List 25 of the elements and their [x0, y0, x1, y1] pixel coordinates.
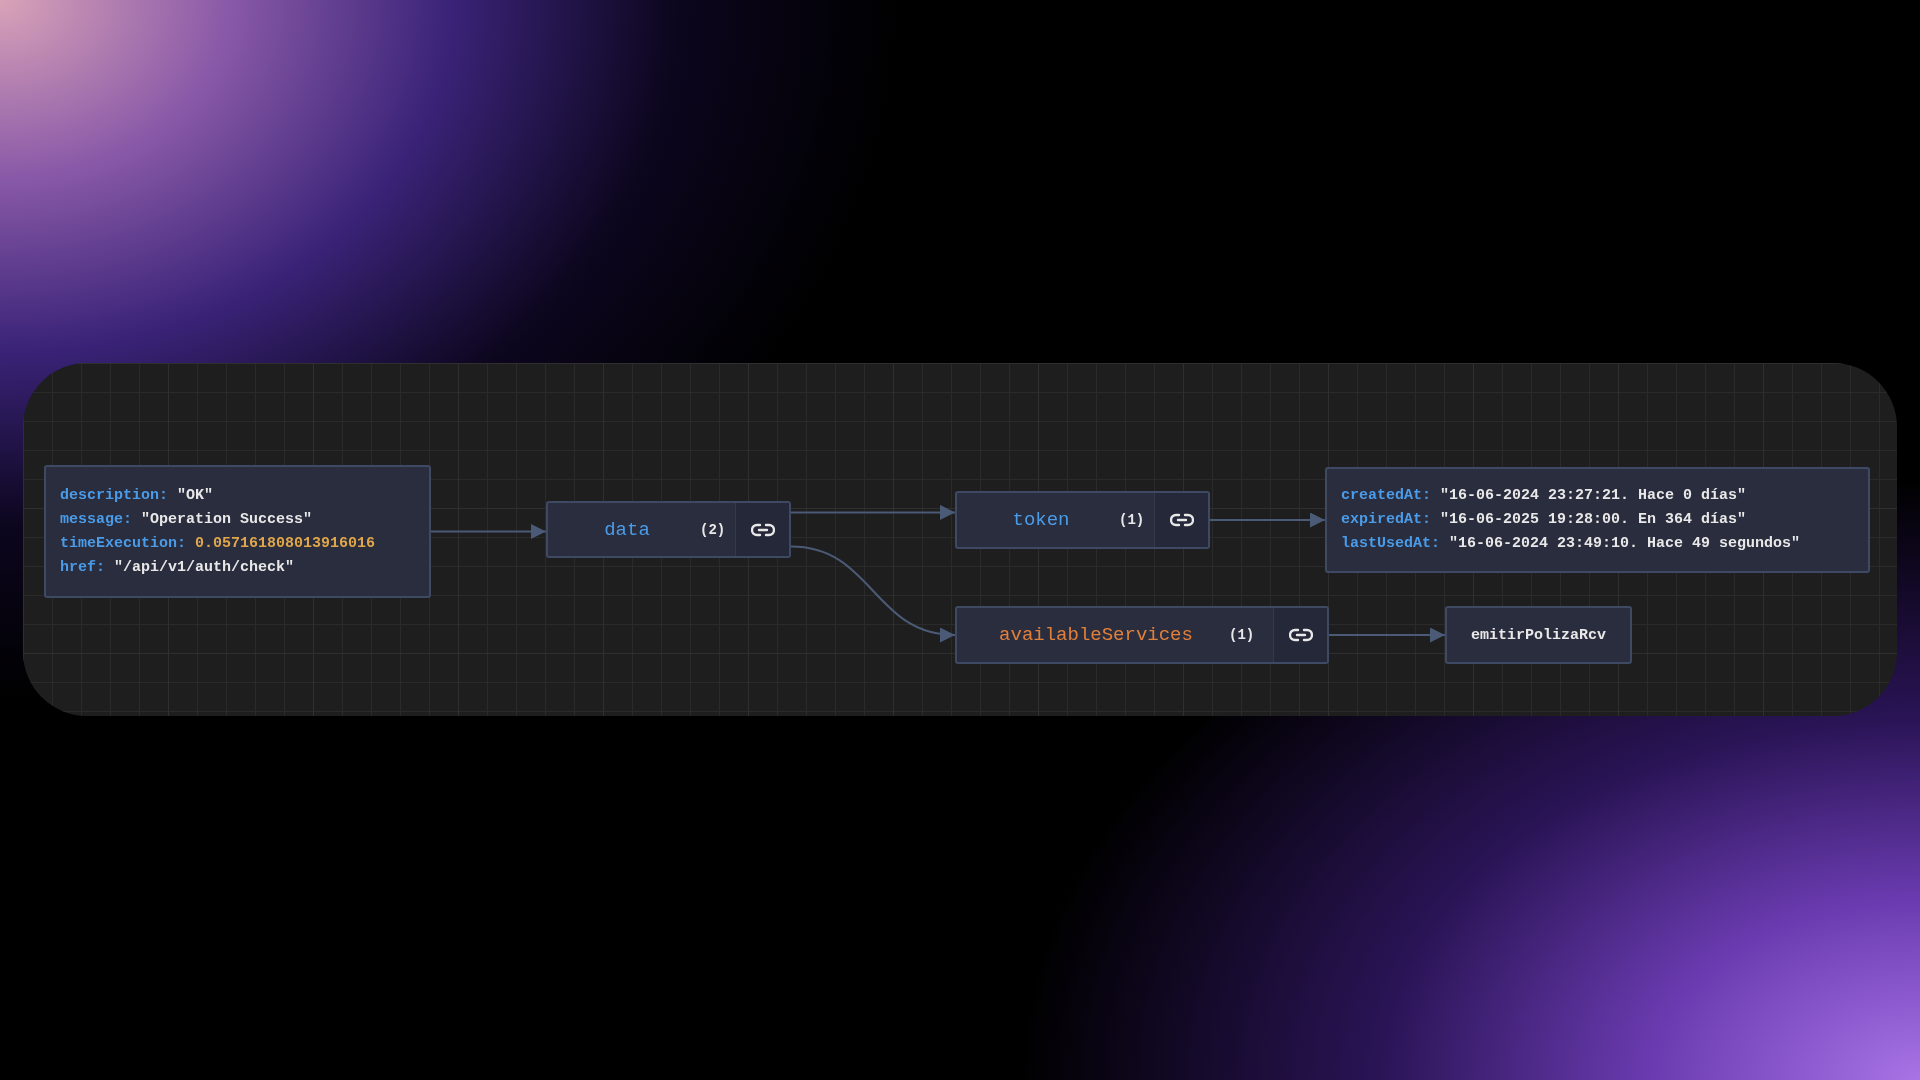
- field-line: href: "/api/v1/auth/check": [60, 558, 296, 577]
- arrow: [430, 524, 547, 539]
- object-node: [44, 465, 431, 598]
- child-count: (2): [700, 521, 726, 538]
- field-line: message: "Operation Success": [60, 510, 314, 529]
- node-key: token: [971, 509, 1111, 531]
- node-label: emitirPolizaRcv: [1471, 626, 1606, 644]
- object-node: [955, 491, 1210, 549]
- field-line: timeExecution: 0.057161808013916016: [60, 534, 377, 553]
- field-line: description: "OK": [60, 486, 215, 505]
- node-key: availableServices: [971, 624, 1221, 646]
- arrow: [790, 504, 956, 520]
- arrow: [790, 545, 956, 642]
- arrow: [1328, 627, 1446, 643]
- object-node: [1445, 606, 1632, 664]
- object-node: [1325, 467, 1870, 573]
- field-line: expiredAt: "16-06-2025 19:28:00. En 364 días": [1341, 511, 1748, 529]
- node-key: data: [562, 518, 692, 541]
- child-count: (1): [1229, 627, 1255, 643]
- field-line: lastUsedAt: "16-06-2024 23:49:10. Hace 49 segundos": [1341, 535, 1802, 553]
- arrow: [1209, 512, 1326, 528]
- object-node: [546, 501, 791, 558]
- object-node: [955, 606, 1329, 664]
- child-count: (1): [1119, 512, 1145, 528]
- field-line: createdAt: "16-06-2024 23:27:21. Hace 0 días": [1341, 487, 1748, 505]
